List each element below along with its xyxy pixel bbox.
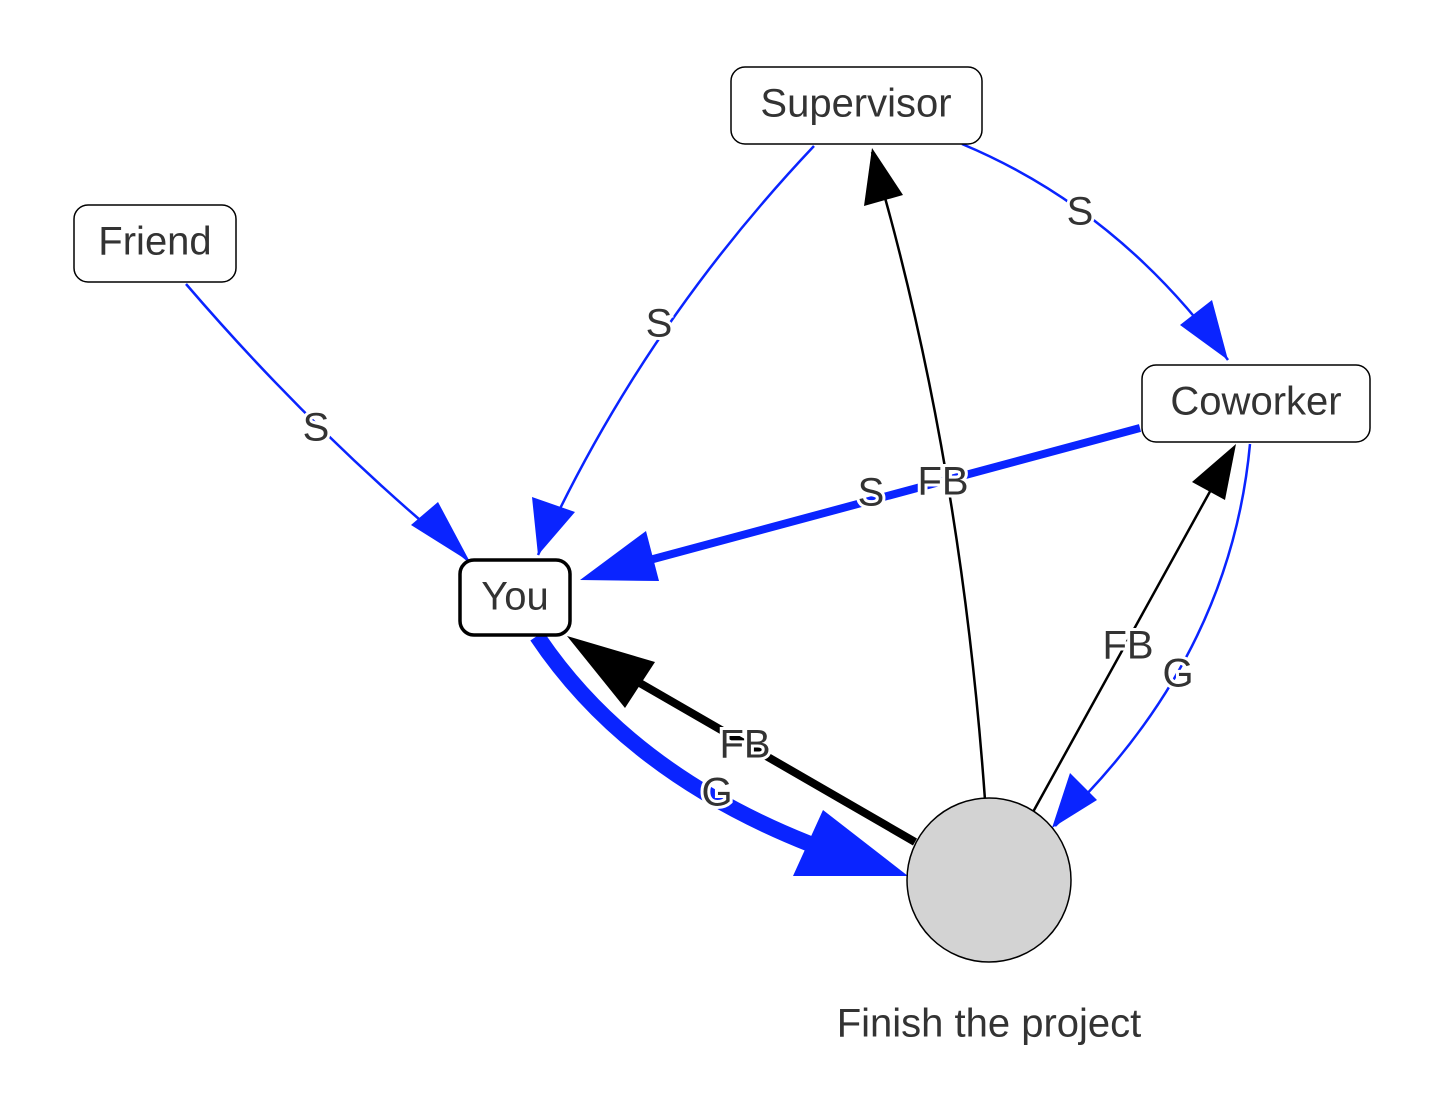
edge-label-goal-to-you: FB	[719, 723, 770, 767]
edge-coworker-to-you	[580, 424, 1142, 581]
node-you[interactable]: You	[458, 558, 572, 637]
edge-label-friend-to-you: S	[303, 406, 330, 450]
edge-friend-to-you	[185, 283, 471, 563]
edge-supervisor-to-you	[532, 145, 815, 556]
edge-label-you-to-goal: G	[701, 771, 732, 815]
edge-coworker-to-goal	[1052, 443, 1252, 828]
edge-label-supervisor-to-coworker: S	[1067, 190, 1094, 234]
edge-goal-to-coworker	[1031, 444, 1236, 813]
node-supervisor[interactable]: Supervisor	[730, 66, 983, 145]
edge-label-coworker-to-goal: G	[1162, 652, 1193, 696]
edge-label-supervisor-to-you: S	[646, 302, 673, 346]
node-supervisor-label: Supervisor	[760, 82, 951, 126]
edge-label-goal-to-supervisor: FB	[917, 460, 968, 504]
goal-label: Finish the project	[837, 1002, 1142, 1046]
edge-label-coworker-to-you: S	[858, 471, 885, 515]
node-coworker-label: Coworker	[1170, 380, 1341, 424]
node-friend[interactable]: Friend	[73, 204, 237, 283]
node-friend-label: Friend	[98, 220, 211, 264]
node-coworker[interactable]: Coworker	[1141, 364, 1371, 443]
edge-you-to-goal	[530, 631, 908, 876]
edge-label-goal-to-coworker: FB	[1102, 624, 1153, 668]
edge-goal-to-supervisor	[864, 148, 987, 801]
edge-supervisor-to-coworker	[961, 142, 1230, 361]
edge-goal-to-you	[567, 636, 918, 846]
node-you-label: You	[481, 575, 549, 619]
goal-node[interactable]	[906, 797, 1072, 963]
